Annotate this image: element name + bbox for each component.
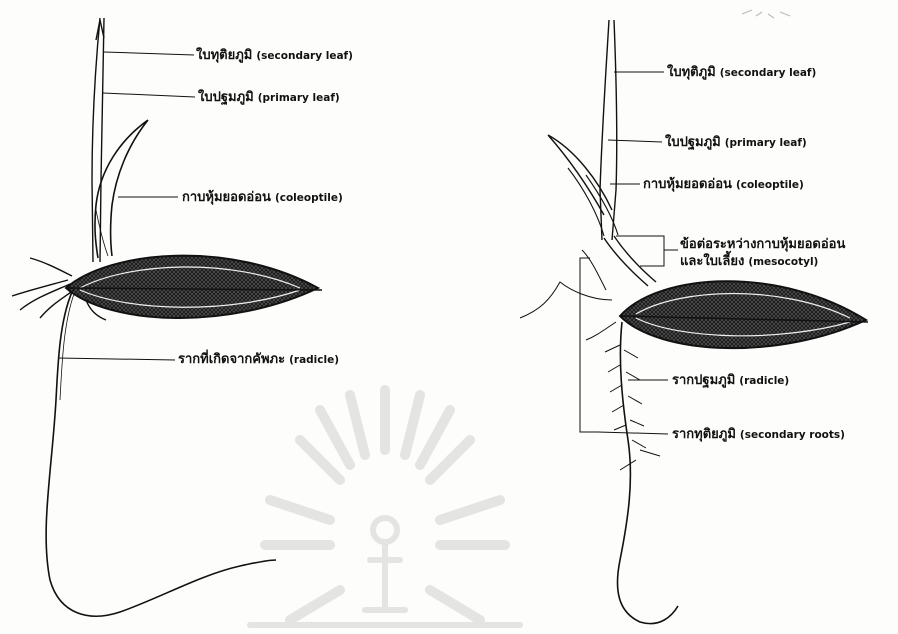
right-label-primary-leaf: ใบปฐมภูมิ (primary leaf) — [665, 135, 807, 150]
right-mesocotyl — [604, 236, 656, 286]
right-label-mesocotyl: ข้อต่อระหว่างกาบหุ้มยอดอ่อน และใบเลี้ยง (… — [680, 236, 845, 271]
left-label-primary-leaf: ใบปฐมภูมิ (primary leaf) — [198, 90, 340, 105]
left-label-coleoptile: กาบหุ้มยอดอ่อน (coleoptile) — [182, 190, 343, 205]
right-label-radicle-th: รากปฐมภูมิ — [672, 373, 735, 388]
left-leader-primary-leaf — [103, 93, 195, 97]
right-label-secondary-leaf-en: (secondary leaf) — [720, 67, 817, 79]
left-grain — [66, 256, 322, 318]
left-label-radicle-en: (radicle) — [289, 354, 339, 366]
scan-noise — [742, 10, 790, 18]
left-label-primary-leaf-th: ใบปฐมภูมิ — [198, 90, 254, 105]
right-radicle — [617, 322, 678, 624]
right-secondary-leaf — [600, 20, 617, 240]
right-label-mesocotyl-th-line2: และใบเลี้ยง — [680, 254, 744, 269]
right-label-radicle: รากปฐมภูมิ (radicle) — [672, 373, 789, 388]
right-label-primary-leaf-th: ใบปฐมภูมิ — [665, 135, 721, 150]
right-label-secondary-leaf: ใบทุติภูมิ (secondary leaf) — [667, 65, 816, 80]
right-label-secondary-leaf-th: ใบทุติภูมิ — [667, 65, 716, 80]
watermark-emblem — [250, 390, 520, 625]
right-label-secondary-roots: รากทุติยภูมิ (secondary roots) — [672, 427, 845, 442]
right-label-coleoptile: กาบหุ้มยอดอ่อน (coleoptile) — [643, 177, 804, 192]
right-label-primary-leaf-en: (primary leaf) — [725, 137, 807, 149]
left-label-coleoptile-th: กาบหุ้มยอดอ่อน — [182, 190, 271, 205]
left-seedling — [12, 18, 322, 616]
right-seedling — [520, 20, 868, 624]
right-label-mesocotyl-en: (mesocotyl) — [748, 256, 818, 268]
right-grain — [620, 281, 868, 348]
right-label-secondary-roots-en: (secondary roots) — [740, 429, 845, 441]
left-label-radicle: รากที่เกิดจากคัพภะ (radicle) — [178, 352, 339, 367]
left-radicle — [46, 292, 276, 616]
right-secondary-roots — [520, 250, 660, 470]
right-leader-secondary-roots — [598, 432, 668, 434]
left-label-secondary-leaf: ใบทุติยภูมิ (secondary leaf) — [196, 48, 353, 63]
left-label-secondary-leaf-en: (secondary leaf) — [256, 50, 353, 62]
right-secondary-roots-bracket — [580, 258, 598, 432]
left-leader-radicle — [58, 358, 175, 360]
left-label-secondary-leaf-th: ใบทุติยภูมิ — [196, 48, 252, 63]
right-label-coleoptile-en: (coleoptile) — [736, 179, 804, 191]
left-secondary-leaf — [92, 18, 104, 262]
left-leader-secondary-leaf — [104, 52, 194, 55]
left-label-coleoptile-en: (coleoptile) — [275, 192, 343, 204]
left-label-primary-leaf-en: (primary leaf) — [258, 92, 340, 104]
left-coleoptile — [95, 120, 148, 258]
right-label-radicle-en: (radicle) — [739, 375, 789, 387]
left-label-radicle-th: รากที่เกิดจากคัพภะ — [178, 352, 285, 367]
right-label-mesocotyl-th-line1: ข้อต่อระหว่างกาบหุ้มยอดอ่อน — [680, 236, 845, 253]
right-label-secondary-roots-th: รากทุติยภูมิ — [672, 427, 736, 442]
right-label-coleoptile-th: กาบหุ้มยอดอ่อน — [643, 177, 732, 192]
